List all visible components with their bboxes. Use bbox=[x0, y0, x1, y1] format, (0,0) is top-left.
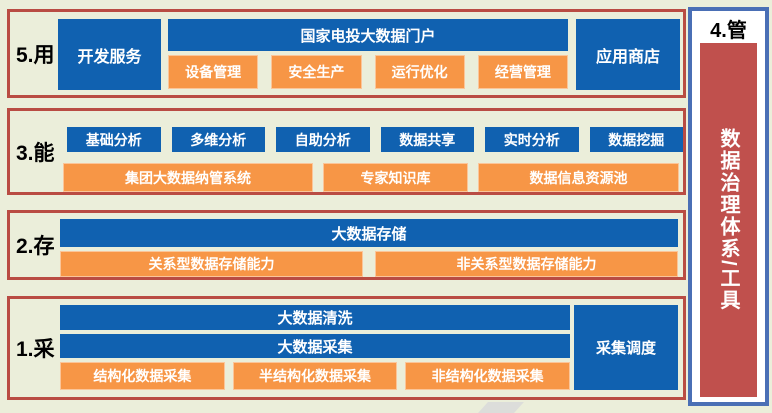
app-store-box: 应用商店 bbox=[576, 19, 680, 90]
analysis-box-mining: 数据挖掘 bbox=[589, 127, 683, 152]
storage-row: 关系型数据存储能力 非关系型数据存储能力 bbox=[60, 251, 678, 277]
portal-bar: 国家电投大数据门户 bbox=[168, 19, 568, 51]
platform-box-resource-pool: 数据信息资源池 bbox=[478, 163, 679, 192]
layer-1-label: 1.采 bbox=[16, 338, 55, 361]
watermark-shape bbox=[478, 402, 524, 413]
collection-types-row: 结构化数据采集 半结构化数据采集 非结构化数据采集 bbox=[60, 362, 571, 390]
dev-service-box: 开发服务 bbox=[58, 19, 161, 90]
app-box-operation: 运行优化 bbox=[374, 55, 465, 89]
storage-main-bar: 大数据存储 bbox=[60, 219, 678, 247]
cleaning-bar: 大数据清洗 bbox=[60, 305, 570, 330]
analysis-box-basic: 基础分析 bbox=[67, 127, 161, 152]
storage-box-relational: 关系型数据存储能力 bbox=[60, 251, 363, 277]
layer-5-use-band: 5.用 开发服务 国家电投大数据门户 设备管理 安全生产 运行优化 经营管理 应… bbox=[7, 9, 686, 98]
layer-4-label: 4.管 bbox=[710, 20, 747, 42]
app-box-business: 经营管理 bbox=[477, 55, 568, 89]
layer-2-storage-band: 2.存 大数据存储 关系型数据存储能力 非关系型数据存储能力 bbox=[7, 210, 686, 280]
type-box-semistructured: 半结构化数据采集 bbox=[232, 362, 398, 390]
layer-3-capability-band: 3.能 基础分析 多维分析 自助分析 数据共享 实时分析 数据挖掘 集团大数据纳… bbox=[7, 108, 686, 195]
layer-5-label: 5.用 bbox=[16, 43, 55, 67]
analysis-box-realtime: 实时分析 bbox=[485, 127, 579, 152]
app-box-safety: 安全生产 bbox=[271, 55, 362, 89]
apps-row: 设备管理 安全生产 运行优化 经营管理 bbox=[168, 55, 568, 89]
analysis-box-sharing: 数据共享 bbox=[380, 127, 474, 152]
app-box-equipment: 设备管理 bbox=[168, 55, 259, 89]
governance-title: 数据治理体系/工具 bbox=[717, 128, 739, 312]
layer-1-collection-band: 1.采 大数据清洗 大数据采集 结构化数据采集 半结构化数据采集 非结构化数据采… bbox=[7, 296, 686, 400]
governance-fill: 数据治理体系/工具 bbox=[700, 43, 757, 397]
layer-3-label: 3.能 bbox=[16, 141, 55, 165]
schedule-box: 采集调度 bbox=[574, 305, 678, 390]
storage-box-nonrelational: 非关系型数据存储能力 bbox=[375, 251, 678, 277]
analysis-box-selfservice: 自助分析 bbox=[276, 127, 370, 152]
platform-box-group-system: 集团大数据纳管系统 bbox=[63, 163, 313, 192]
platform-box-knowledge-base: 专家知识库 bbox=[323, 163, 468, 192]
analysis-row: 基础分析 多维分析 自助分析 数据共享 实时分析 数据挖掘 bbox=[67, 127, 683, 152]
layer-4-governance-panel: 4.管 数据治理体系/工具 bbox=[688, 7, 769, 406]
type-box-unstructured: 非结构化数据采集 bbox=[405, 362, 571, 390]
platform-row: 集团大数据纳管系统 专家知识库 数据信息资源池 bbox=[63, 163, 679, 192]
layer-2-label: 2.存 bbox=[16, 235, 55, 258]
type-box-structured: 结构化数据采集 bbox=[60, 362, 225, 390]
collecting-bar: 大数据采集 bbox=[60, 334, 570, 358]
analysis-box-multidim: 多维分析 bbox=[171, 127, 265, 152]
